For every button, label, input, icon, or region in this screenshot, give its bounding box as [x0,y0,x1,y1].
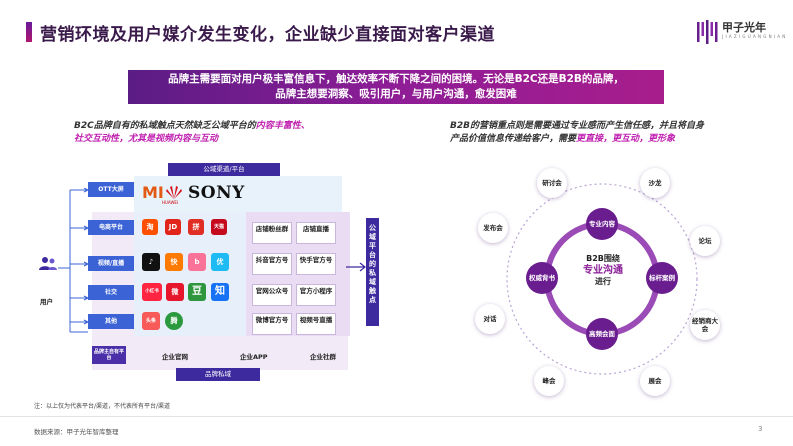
chip-mini-program: 官方小程序 [296,284,336,306]
public-channel-label: 公域渠道/平台 [168,163,280,176]
zhihu-icon: 知 [211,283,229,301]
center-top: B2B围绕 [586,254,620,263]
category-video-live: 视频/直播 [88,256,134,271]
tmall-icon: 天猫 [211,219,227,235]
right-caption-line-1: B2B的营销重点则是需要通过专业感而产生信任感，并且将自身 [450,121,704,131]
right-caption-text: 产品价值信息传递给客户，需要 [450,134,577,144]
outer-summit: 峰会 [534,366,564,396]
brand-logo: 甲子光年 J I A Z I G U A N G N I A N [696,14,785,46]
mi-logo: MI [142,183,164,202]
left-caption-text: B2C品牌自有的私域触点天然缺乏公域平台的 [74,121,256,131]
title-accent-bar [26,22,32,42]
logo-text: 甲子光年 [722,21,766,34]
jd-icon: JD [165,219,181,235]
taobao-icon: 淘 [142,219,158,235]
summary-banner: 品牌主需要面对用户极丰富信息下，触达效率不断下降之间的困境。无论是B2C还是B2… [128,70,664,104]
sony-logo: SONY [188,183,245,203]
user-label: 用户 [40,298,53,306]
left-caption-highlight-1: 内容丰富性、 [255,121,310,131]
huawei-logo-icon [166,186,182,199]
banner-line-1: 品牌主需要面对用户极丰富信息下，触达效率不断下降之间的困境。无论是B2C还是B2… [168,73,624,85]
public-platform-private-touchpoint-label: 公域平台的私域触点 [366,218,379,326]
outer-forum: 论坛 [690,226,720,256]
tencent-video-icon: 腾 [165,312,183,330]
chip-store-live: 店铺直播 [296,222,336,244]
weibo-icon: 微 [166,283,184,301]
douban-icon: 豆 [188,283,206,301]
left-caption: B2C品牌自有的私域触点天然缺乏公域平台的内容丰富性、 社交互动性，尤其是视频内… [74,120,374,146]
user-connector-lines [58,188,90,333]
outer-exhibition: 展会 [640,366,670,396]
logo-subtext: J I A Z I G U A N G N I A N [722,34,786,39]
youku-icon: 优 [211,253,229,271]
chip-official-account: 官网公众号 [252,284,292,306]
own-item-website: 企业官网 [162,353,188,361]
footer-divider [0,416,793,417]
banner-line-2: 品牌主想要洞察、吸引用户，与用户沟通，愈发困难 [275,88,517,100]
right-caption-highlight: 更直接，更互动，更形象 [576,134,676,144]
b2b-center: B2B围绕 专业沟通 进行 [558,254,648,287]
page-number: 3 [758,425,763,433]
chip-douyin-official: 抖音官方号 [252,253,292,275]
outer-launch-event: 发布会 [478,213,508,243]
outer-dialogue: 对话 [475,304,505,334]
brand-own-platform-label: 品牌主自有平台 [92,346,126,364]
inner-professional-content: 专业内容 [586,208,618,240]
inner-benchmark-case: 标杆案例 [646,262,678,294]
category-ott: OTT大屏 [88,182,134,197]
pinduoduo-icon: 拼 [188,219,204,235]
chip-kuaishou-official: 快手官方号 [296,253,336,275]
outer-salon: 沙龙 [640,168,670,198]
right-caption: B2B的营销重点则是需要通过专业感而产生信任感，并且将自身 产品价值信息传递给客… [450,120,750,146]
inner-authority-endorsement: 权威背书 [526,262,558,294]
chip-channels-live: 视频号直播 [296,313,336,335]
center-mid: 专业沟通 [583,265,623,276]
kuaishou-icon: 快 [165,253,183,271]
category-ecommerce: 电商平台 [88,220,134,235]
arrow-to-private-icon [346,262,366,272]
left-caption-highlight-2: 社交互动性，尤其是视频内容与互动 [74,134,219,144]
own-item-app: 企业APP [240,353,268,361]
inner-frequent-meeting: 高频会面 [586,318,618,350]
toutiao-icon: 头条 [142,312,160,330]
page-title: 营销环境及用户媒介发生变化，企业缺少直接面对客户渠道 [40,25,495,45]
jiazi-logo-icon [697,20,718,44]
bilibili-icon: b [188,253,206,271]
footnote: 注：以上仅为代表平台/渠道，不代表所有平台/渠道 [34,403,171,410]
category-other: 其他 [88,314,134,329]
brand-private-label: 品牌私域 [176,368,260,381]
center-bot: 进行 [595,277,611,286]
chip-weibo-official: 微博官方号 [252,313,292,335]
outer-seminar: 研讨会 [537,168,567,198]
huawei-wordmark: HUAWEI [162,200,179,205]
douyin-icon: ♪ [142,253,160,271]
category-social: 社交 [88,285,134,300]
own-item-community: 企业社群 [310,353,336,361]
outer-dealer-conference: 经销商大会 [690,310,720,340]
users-icon [38,256,58,272]
xiaohongshu-icon: 小红书 [142,283,162,301]
chip-store-fans-group: 店铺粉丝群 [252,222,292,244]
data-source: 数据来源：甲子光年智库整理 [34,428,119,436]
